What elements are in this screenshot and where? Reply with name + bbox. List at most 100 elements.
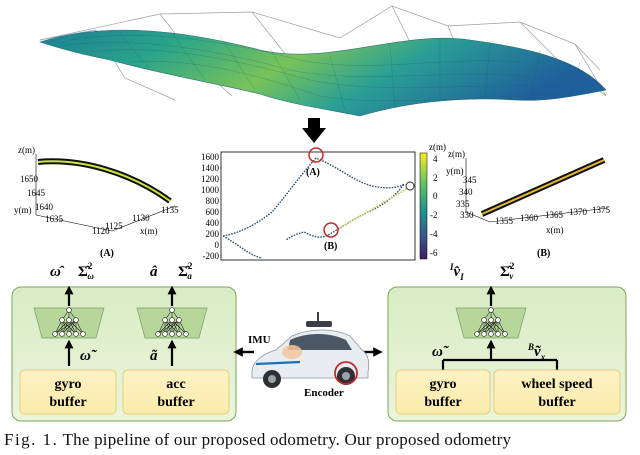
acc-network bbox=[136, 307, 208, 339]
acc-output-symbol: â bbox=[150, 264, 158, 280]
zoom-a-y-tick-4: 1635 bbox=[45, 214, 64, 224]
svg-text:200: 200 bbox=[206, 229, 220, 239]
gyro-buffer-label-2: buffer bbox=[49, 395, 86, 410]
zoom-b-y-tick-3: 335 bbox=[456, 199, 470, 209]
zoom-b-x-tick-4: 1370 bbox=[569, 207, 588, 217]
wheel-gyro-buffer-label-1: gyro bbox=[430, 377, 457, 392]
svg-text:1000: 1000 bbox=[201, 185, 220, 195]
colorbar-label: z(m) bbox=[429, 142, 446, 152]
zoom-plot-b: z(m) y(m) 345 340 335 330 1355 1360 1365… bbox=[446, 149, 611, 259]
acc-buffer-label-1: acc bbox=[166, 377, 185, 392]
trajectory-path bbox=[222, 157, 405, 259]
gyro-buffer-box bbox=[19, 369, 117, 415]
figure-number: Fig. 1. bbox=[4, 430, 59, 449]
marker-b-circle bbox=[323, 222, 339, 238]
acc-buffer-label-2: buffer bbox=[157, 395, 194, 410]
velocity-output-symbol: Iv̂I bbox=[449, 262, 464, 282]
gyro-network bbox=[33, 307, 105, 339]
svg-text:1200: 1200 bbox=[201, 174, 220, 184]
figure-caption: Fig. 1. The pipeline of our proposed odo… bbox=[4, 430, 640, 450]
svg-text:600: 600 bbox=[206, 207, 220, 217]
gyro-buffer-label-1: gyro bbox=[55, 377, 82, 392]
marker-b-label: (B) bbox=[324, 241, 337, 252]
colorbar bbox=[419, 152, 428, 260]
wheel-speed-buffer-label-2: buffer bbox=[538, 395, 575, 410]
acc-input-symbol: ã bbox=[150, 348, 158, 364]
surface-to-trajectory-arrow bbox=[302, 118, 326, 143]
imu-highlight bbox=[282, 345, 302, 359]
zoom-b-x-axis-label: x(m) bbox=[546, 225, 564, 235]
svg-text:1400: 1400 bbox=[201, 163, 220, 173]
zoom-a-x-tick-3: 1130 bbox=[132, 213, 150, 223]
surface-grid-lines bbox=[59, 29, 581, 111]
wheel-gyro-buffer-label-2: buffer bbox=[424, 395, 461, 410]
marker-a-circle bbox=[308, 147, 324, 163]
wheel-gyro-buffer-box bbox=[395, 369, 491, 415]
wheel-speed-buffer-label-1: wheel speed bbox=[521, 377, 592, 392]
zoom-a-trajectory bbox=[37, 160, 171, 202]
zoom-a-z-axis-label: z(m) bbox=[18, 145, 35, 155]
trajectory-axes-frame bbox=[220, 151, 416, 261]
zoom-b-x-tick-3: 1365 bbox=[545, 210, 564, 220]
trajectory-path-highlight bbox=[339, 187, 409, 229]
svg-text:-4: -4 bbox=[430, 229, 438, 239]
acc-buffer-box bbox=[122, 369, 230, 415]
colorbar-ticks: 4 2 0 -2 -4 -6 bbox=[430, 154, 438, 258]
car-icon bbox=[251, 312, 370, 388]
zoom-a-x-axis-label: x(m) bbox=[140, 226, 158, 236]
zoom-b-trajectory bbox=[481, 159, 605, 215]
zoom-b-label: (B) bbox=[537, 248, 550, 259]
wheel-speed-buffer-box bbox=[493, 369, 621, 415]
imu-network-box: gyro buffer acc buffer ω̃ ã bbox=[11, 285, 237, 422]
encoder-highlight bbox=[334, 361, 358, 385]
trajectory-end-loop bbox=[405, 181, 415, 191]
zoom-a-x-tick-1: 1120 bbox=[92, 226, 110, 236]
zoom-b-y-axis-label: y(m) bbox=[446, 166, 464, 176]
svg-text:-2: -2 bbox=[430, 210, 438, 220]
imu-label: IMU bbox=[248, 334, 271, 346]
figure-canvas: z(m) 1650 1645 1640 1635 y(m) 1120 1125 … bbox=[11, 5, 627, 422]
wheel-speed-input-symbol: Bṽx bbox=[527, 342, 546, 362]
zoom-b-y-tick-1: 345 bbox=[463, 175, 477, 185]
svg-text:1600: 1600 bbox=[201, 152, 220, 162]
svg-text:2: 2 bbox=[433, 173, 438, 183]
zoom-a-x-tick-4: 1135 bbox=[161, 205, 179, 215]
zoom-a-label: (A) bbox=[100, 248, 114, 259]
terrain-surface-plot bbox=[39, 5, 607, 117]
zoom-b-x-tick-5: 1375 bbox=[592, 205, 611, 215]
svg-text:800: 800 bbox=[206, 196, 220, 206]
zoom-b-x-tick-2: 1360 bbox=[520, 213, 539, 223]
surface-mesh bbox=[39, 29, 607, 117]
wheel-network-box: gyro buffer wheel speed buffer ω̃ Bṽx bbox=[387, 285, 627, 422]
svg-text:-6: -6 bbox=[430, 248, 438, 258]
marker-a-label: (A) bbox=[306, 167, 320, 178]
svg-text:400: 400 bbox=[206, 218, 220, 228]
velocity-network bbox=[455, 307, 527, 339]
zoom-a-y-axis-label: y(m) bbox=[14, 205, 32, 215]
zoom-b-z-axis-label: z(m) bbox=[448, 149, 465, 159]
zoom-b-x-tick-1: 1355 bbox=[495, 216, 514, 226]
zoom-plot-a: z(m) 1650 1645 1640 1635 y(m) 1120 1125 … bbox=[14, 145, 179, 259]
zoom-a-x-tick-2: 1125 bbox=[105, 221, 123, 231]
gyro-output-symbol: ω̂ bbox=[50, 264, 65, 280]
zoom-a-y-tick-2: 1645 bbox=[27, 188, 46, 198]
car-illustration: IMU Encoder bbox=[233, 312, 383, 399]
zoom-a-y-tick-1: 1650 bbox=[20, 174, 39, 184]
svg-text:0: 0 bbox=[433, 191, 438, 201]
encoder-label: Encoder bbox=[304, 387, 344, 399]
svg-text:-200: -200 bbox=[203, 251, 220, 261]
svg-text:4: 4 bbox=[433, 154, 438, 164]
zoom-a-y-tick-3: 1640 bbox=[35, 202, 54, 212]
trajectory-plot: 1600 1400 1200 1000 800 600 400 200 0 -2… bbox=[201, 142, 446, 261]
zoom-b-y-tick-2: 340 bbox=[459, 187, 473, 197]
zoom-b-y-tick-4: 330 bbox=[460, 210, 474, 220]
svg-text:0: 0 bbox=[215, 240, 220, 250]
caption-text: The pipeline of our proposed odometry. O… bbox=[62, 430, 512, 449]
trajectory-y-ticks: 1600 1400 1200 1000 800 600 400 200 0 -2… bbox=[201, 152, 220, 261]
zoom-a-trajectory-outline bbox=[37, 158, 172, 204]
